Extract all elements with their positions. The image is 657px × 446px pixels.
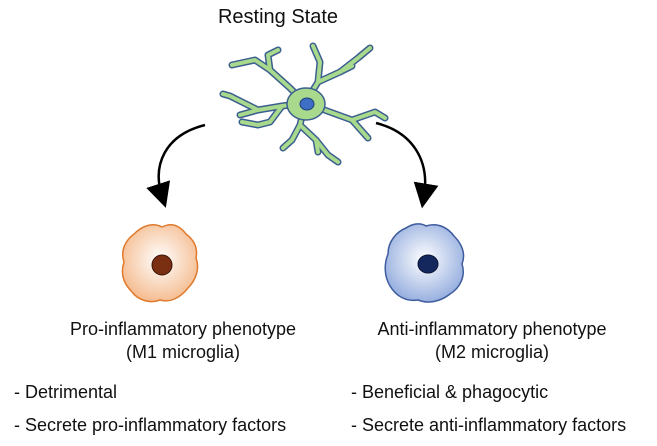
arrow-to-m1: [146, 123, 206, 208]
m2-phenotype-title: Anti-inflammatory phenotype: [377, 319, 607, 339]
m1-phenotype-subtitle: (M1 microglia): [125, 342, 240, 362]
m1-nucleus: [151, 254, 173, 276]
m1-microglia-cell: [121, 224, 199, 303]
resting-nucleus: [299, 97, 315, 111]
m1-bullet-secrete: - Secrete pro-inflammatory factors: [14, 415, 287, 435]
m2-bullet-beneficial: - Beneficial & phagocytic: [351, 382, 549, 402]
m2-bullet-secrete: - Secrete anti-inflammatory factors: [351, 415, 627, 435]
m2-phenotype-subtitle: (M2 microglia): [434, 342, 549, 362]
m1-bullet-detrimental: - Detrimental: [14, 382, 118, 402]
m2-nucleus: [417, 254, 439, 274]
arrow-to-m2: [375, 121, 439, 209]
m1-phenotype-title: Pro-inflammatory phenotype: [69, 319, 297, 339]
resting-state-title: Resting State: [217, 6, 339, 28]
m2-microglia-cell: [384, 223, 465, 303]
resting-microglia-cell: [219, 42, 389, 166]
